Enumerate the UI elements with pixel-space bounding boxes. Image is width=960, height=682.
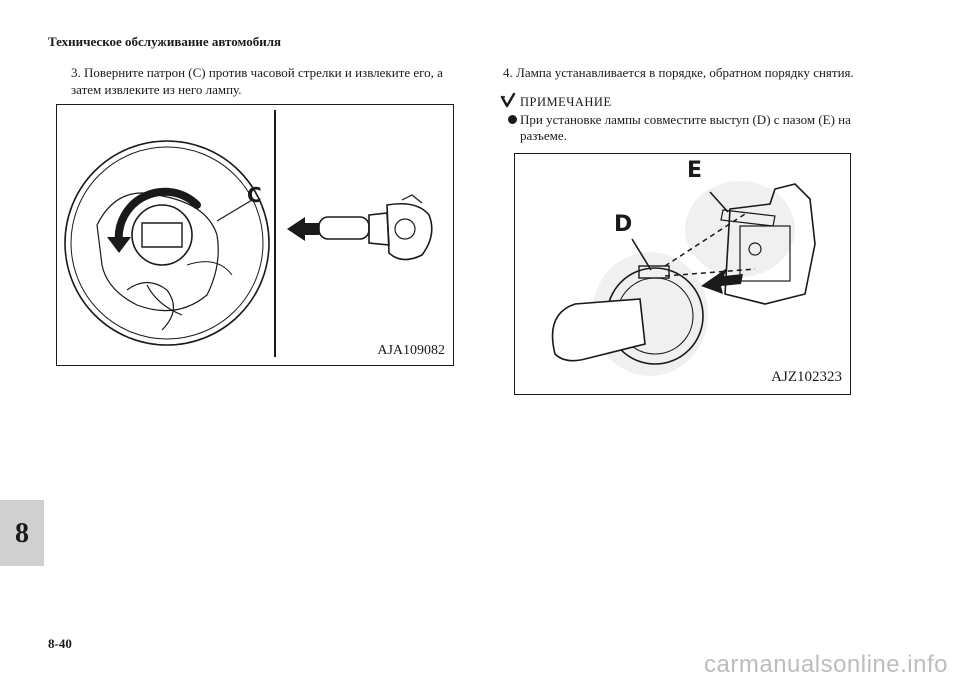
callout-e: E bbox=[687, 158, 703, 183]
bulb-installation-illustration bbox=[551, 181, 816, 376]
step-4-text: 4. Лампа устанавливается в порядке, обра… bbox=[503, 65, 854, 80]
step-3-text: 3. Поверните патрон (C) против часовой с… bbox=[71, 65, 443, 97]
figure-1-code: AJA109082 bbox=[377, 343, 445, 358]
figure-bulb-installation: E D AJZ102323 bbox=[514, 153, 851, 395]
figure-2-code: AJZ102323 bbox=[771, 369, 842, 385]
bullet-icon bbox=[508, 115, 517, 124]
note-heading: ПРИМЕЧАНИЕ bbox=[500, 92, 612, 112]
note-heading-label: ПРИМЕЧАНИЕ bbox=[520, 94, 612, 109]
page-header: Техническое обслуживание автомобиля bbox=[48, 34, 282, 49]
note-item-text: При установке лампы совместите выступ (D… bbox=[520, 112, 851, 143]
callout-d: D bbox=[614, 212, 633, 237]
page-number: 8-40 bbox=[48, 636, 72, 651]
section-tab bbox=[0, 500, 44, 566]
note-icon bbox=[500, 92, 516, 112]
note-item: При установке лампы совместите выступ (D… bbox=[508, 112, 868, 144]
bulb-removal-illustration bbox=[64, 110, 433, 357]
watermark: carmanualsonline.info bbox=[704, 651, 948, 678]
callout-c: C bbox=[247, 183, 262, 207]
figure-bulb-removal: C AJA109082 bbox=[56, 104, 454, 366]
section-tab-number: 8 bbox=[15, 518, 29, 549]
